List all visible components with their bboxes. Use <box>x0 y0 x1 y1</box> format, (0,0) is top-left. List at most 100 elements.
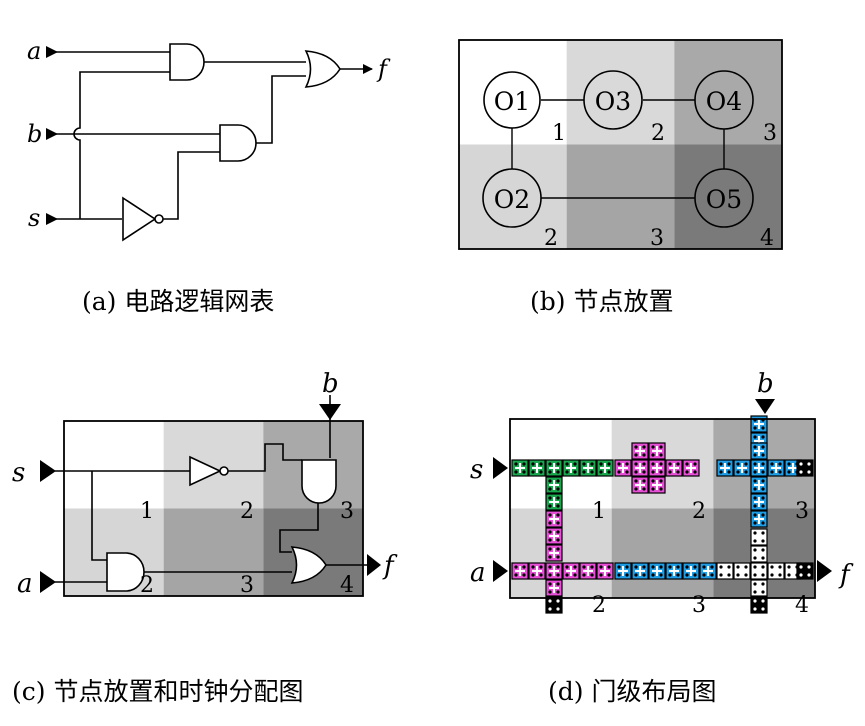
caption-c-prefix: (c) <box>12 677 46 706</box>
node-o3 <box>583 70 643 130</box>
input-arrow-a-c <box>40 571 56 593</box>
panel-a-input-arrows <box>46 46 58 225</box>
qca-cell-magenta <box>545 510 563 528</box>
or-gate-c <box>290 546 327 584</box>
wire-and-out-c <box>279 503 319 553</box>
qca-cell-black <box>796 459 814 477</box>
node-o1 <box>483 71 541 129</box>
panel-b-border <box>458 39 783 250</box>
qca-cell-green <box>579 459 597 477</box>
input-label-a-c: a <box>17 569 33 599</box>
qca-cell-magenta <box>545 562 563 580</box>
or-gate <box>304 50 341 88</box>
node-label-o2: O2 <box>494 185 530 214</box>
input-label-a-d: a <box>470 558 486 588</box>
region-number-d-3: 3 <box>795 499 809 524</box>
node-label-o3: O3 <box>595 87 631 116</box>
input-arrow-s <box>46 213 58 225</box>
qca-cell-green <box>511 459 529 477</box>
region-number-5: 3 <box>650 226 664 251</box>
node-o2 <box>482 168 542 228</box>
and-gate-1 <box>169 43 205 81</box>
wire-and2-out <box>256 75 306 144</box>
output-arrow-f-c <box>367 554 381 576</box>
qca-cell-magenta <box>665 459 683 477</box>
node-label-o1: O1 <box>494 87 530 116</box>
qca-cell-black <box>796 562 814 580</box>
qca-cell-white <box>716 562 734 580</box>
output-arrow-f-d <box>817 560 832 582</box>
qca-cell-magenta <box>545 544 563 562</box>
qca-cell-magenta <box>545 527 563 545</box>
panel-c-regions <box>64 421 363 596</box>
input-arrow-s-d <box>493 457 508 479</box>
qca-cell-cyan <box>750 459 768 477</box>
qca-cell-magenta <box>579 562 597 580</box>
region-number-c-6: 4 <box>340 573 354 598</box>
qca-cell-green <box>545 459 563 477</box>
region-number-c-3: 3 <box>340 499 354 524</box>
qca-cell-green <box>528 459 546 477</box>
panel-d-cells <box>511 415 814 614</box>
qca-cell-white <box>750 562 768 580</box>
qca-cell-cyan <box>750 415 768 433</box>
and-gate-2 <box>219 124 257 162</box>
region-number-d-5: 3 <box>692 593 706 618</box>
qca-cell-white <box>750 528 768 546</box>
region-number-2: 2 <box>651 121 665 146</box>
input-label-s-c: s <box>12 458 25 488</box>
input-label-b: b <box>27 120 42 148</box>
region-number-6: 4 <box>760 226 774 251</box>
panel-d-border <box>509 418 816 599</box>
qca-cell-magenta <box>631 476 649 494</box>
region-number-c-5: 3 <box>240 573 254 598</box>
input-label-b-c: b <box>322 369 339 399</box>
input-arrow-a <box>46 46 58 58</box>
panel-c-clocking: s a b f 1 2 3 2 3 4 <box>12 369 398 599</box>
not-bubble <box>154 214 164 224</box>
qca-cell-cyan <box>767 459 785 477</box>
output-label-f-c: f <box>382 551 398 581</box>
panel-b-region-5 <box>566 144 675 249</box>
panel-c-region-5 <box>163 508 264 596</box>
region-number-d-2: 2 <box>692 499 706 524</box>
caption-d-text: 门级布局图 <box>592 677 717 706</box>
region-number-c-4: 2 <box>140 573 154 598</box>
caption-d: (d)门级布局图 <box>548 677 717 706</box>
qca-cell-magenta <box>596 562 614 580</box>
node-label-o4: O4 <box>706 87 742 116</box>
qca-cell-white <box>750 579 768 597</box>
qca-cell-cyan <box>648 562 666 580</box>
wire-s-branch-c <box>91 471 107 561</box>
not-gate-c <box>189 455 222 487</box>
qca-cell-cyan <box>750 510 768 528</box>
region-number-d-1: 1 <box>592 499 606 524</box>
input-arrow-b-d <box>755 399 775 414</box>
input-arrow-s-c <box>40 460 56 482</box>
region-number-d-4: 2 <box>592 593 606 618</box>
qca-cell-green <box>596 459 614 477</box>
node-label-o5: O5 <box>706 185 742 214</box>
qca-cell-black <box>545 596 563 614</box>
panel-d-region-5 <box>611 508 714 598</box>
wire-not-out-c <box>228 443 302 472</box>
region-number-c-1: 1 <box>140 499 154 524</box>
qca-cell-cyan <box>631 562 649 580</box>
qca-cell-magenta <box>648 459 666 477</box>
qca-cell-cyan <box>733 459 751 477</box>
qca-cell-white <box>767 562 785 580</box>
input-label-a: a <box>27 37 41 65</box>
panel-c-region-2 <box>163 421 264 509</box>
input-label-s: s <box>28 204 40 232</box>
caption-b: (b)节点放置 <box>530 287 674 316</box>
not-gate <box>122 196 157 242</box>
qca-cell-magenta <box>648 476 666 494</box>
region-number-d-6: 4 <box>795 593 809 618</box>
caption-a-text: 电路逻辑网表 <box>124 287 274 316</box>
region-number-c-2: 2 <box>240 499 254 524</box>
qca-cell-cyan <box>699 562 717 580</box>
region-number-4: 2 <box>544 226 558 251</box>
qca-cell-green <box>562 459 580 477</box>
input-arrow-b <box>46 128 58 140</box>
